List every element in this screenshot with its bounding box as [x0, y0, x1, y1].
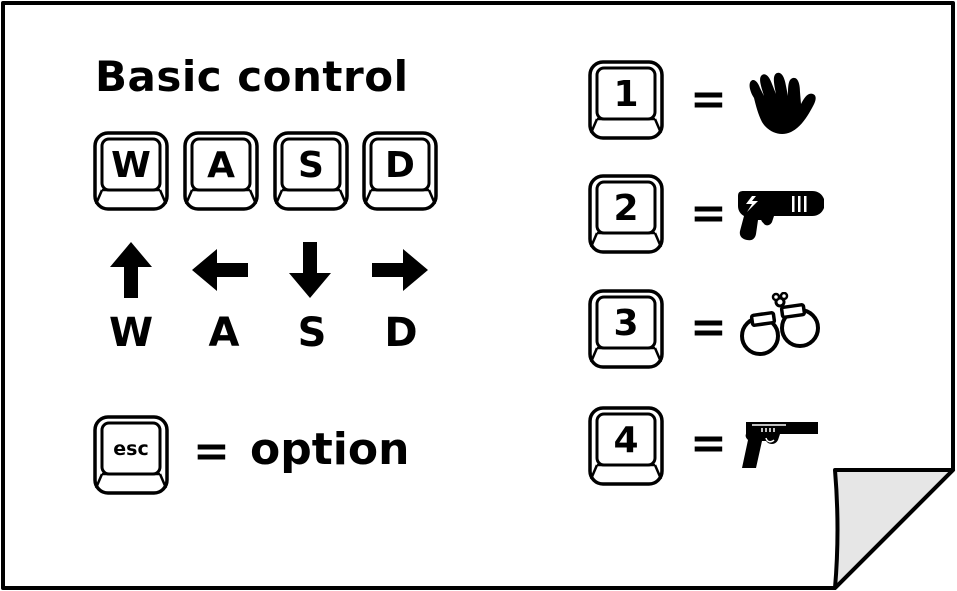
key-3: 3 [588, 289, 664, 369]
key-4: 4 [588, 406, 664, 486]
arrow-label-d: D [384, 310, 418, 356]
equals-sign: = [193, 426, 230, 477]
arrow-down-icon [289, 242, 331, 298]
equals-sign-3: = [690, 302, 727, 353]
key-esc: esc [93, 415, 169, 495]
key-d-label: D [385, 144, 415, 186]
key-2: 2 [588, 174, 664, 254]
arrow-up-icon [110, 242, 152, 298]
hand-icon [749, 72, 816, 134]
key-esc-label: esc [113, 438, 149, 460]
key-w-label: W [111, 144, 151, 186]
key-s-label: S [298, 144, 324, 186]
key-s: S [273, 131, 349, 211]
key-w: W [93, 131, 169, 211]
arrow-label-a: A [208, 310, 240, 356]
key-4-label: 4 [613, 419, 639, 461]
key-1: 1 [588, 60, 664, 140]
arrow-label-s: S [297, 310, 327, 356]
equals-sign-4: = [690, 418, 727, 469]
key-d: D [362, 131, 438, 211]
key-a-label: A [207, 144, 235, 186]
key-a: A [183, 131, 259, 211]
page-curl-icon [833, 468, 955, 590]
arrow-right-icon [372, 249, 428, 291]
key-3-label: 3 [613, 302, 639, 344]
equals-sign-2: = [690, 188, 727, 239]
page-title: Basic control [95, 52, 409, 101]
taser-icon [738, 191, 824, 241]
option-label: option [250, 424, 410, 475]
key-1-label: 1 [613, 73, 639, 115]
equals-sign-1: = [690, 74, 727, 125]
handcuffs-icon [740, 292, 820, 356]
pistol-icon [742, 422, 818, 468]
arrow-left-icon [192, 249, 248, 291]
key-2-label: 2 [613, 187, 639, 229]
arrow-label-w: W [108, 310, 154, 356]
